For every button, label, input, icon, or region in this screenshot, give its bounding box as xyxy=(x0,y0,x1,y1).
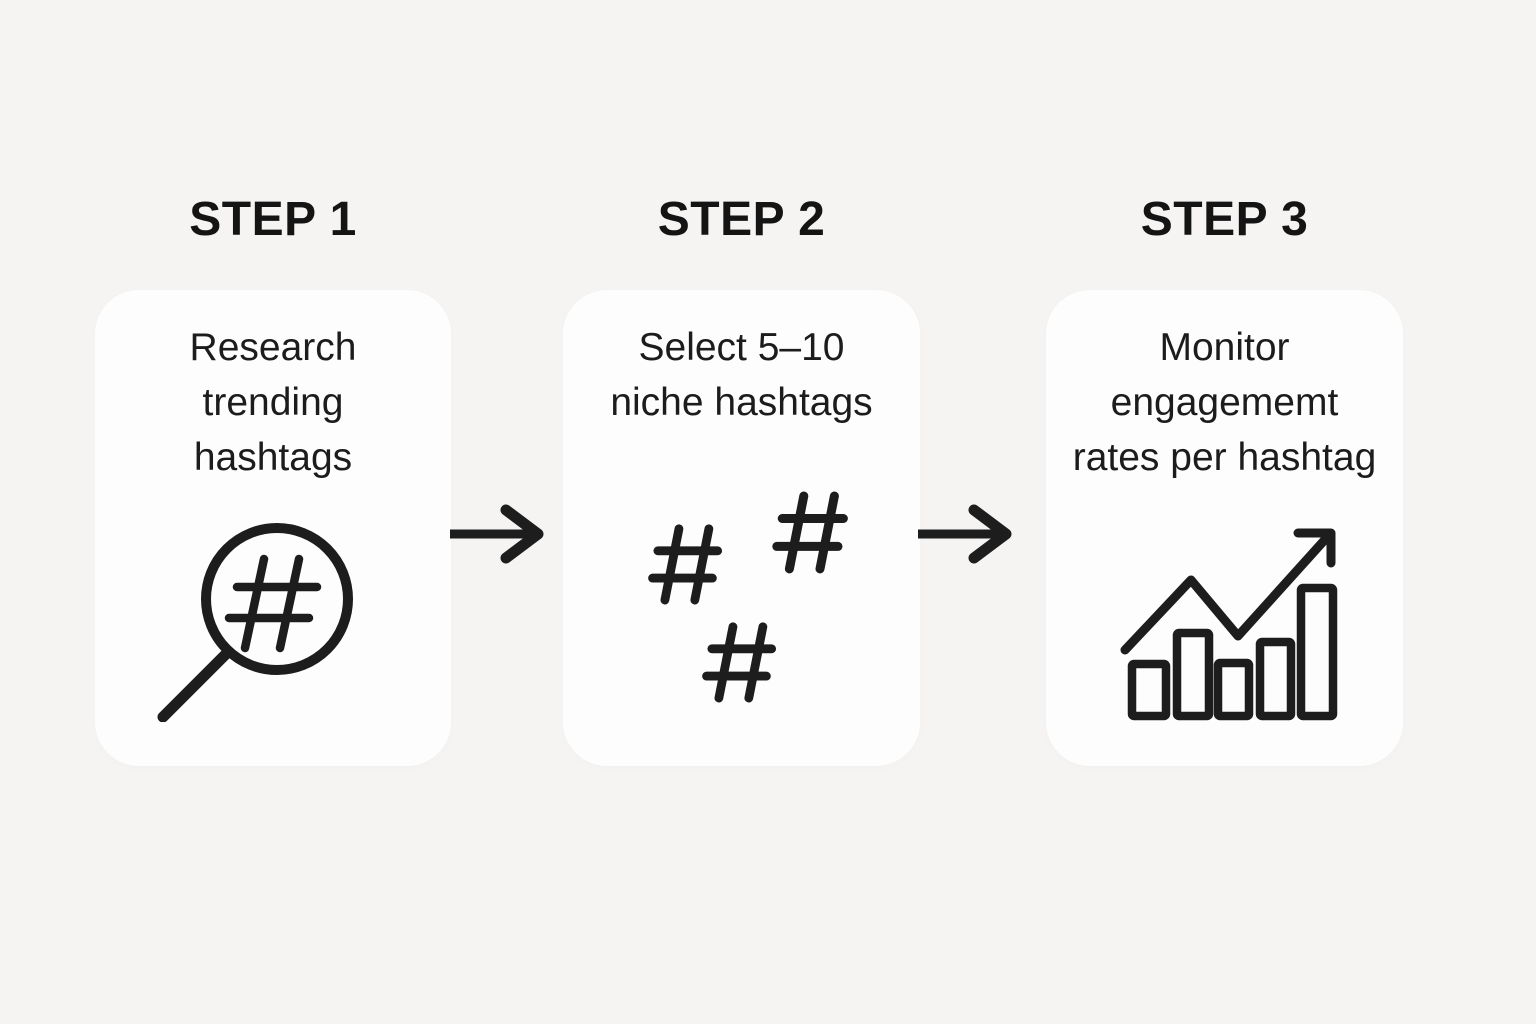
step-1-card: Research trending hashtags xyxy=(95,290,451,766)
step-2-heading: STEP 2 xyxy=(657,193,826,246)
arrow-right-icon xyxy=(450,504,544,564)
step-3-text: Monitor engagememt rates per hashtag xyxy=(1072,326,1377,479)
hashtag-icon xyxy=(766,487,856,577)
step-1-heading: STEP 1 xyxy=(189,193,357,246)
arrow-right-icon xyxy=(918,504,1012,564)
growth-chart-icon xyxy=(1120,528,1338,721)
step-3-heading: STEP 3 xyxy=(1140,193,1309,246)
hashtag-icon xyxy=(696,618,784,706)
hashtag-search-icon xyxy=(157,523,353,722)
step-3-card: Monitor engagememt rates per hashtag xyxy=(1046,290,1403,766)
hashtag-icon xyxy=(642,520,730,608)
step-1-text: Research trending hashtags xyxy=(189,326,357,479)
step-2-column: STEP 2 Select 5–10 niche hashtags xyxy=(563,192,920,766)
step-2-card: Select 5–10 niche hashtags xyxy=(563,290,920,766)
step-3-column: STEP 3 Monitor engagememt rates per hash… xyxy=(1046,192,1403,766)
step-2-text: Select 5–10 niche hashtags xyxy=(610,326,873,424)
step-1-column: STEP 1 Research trending hashtags xyxy=(95,192,451,766)
